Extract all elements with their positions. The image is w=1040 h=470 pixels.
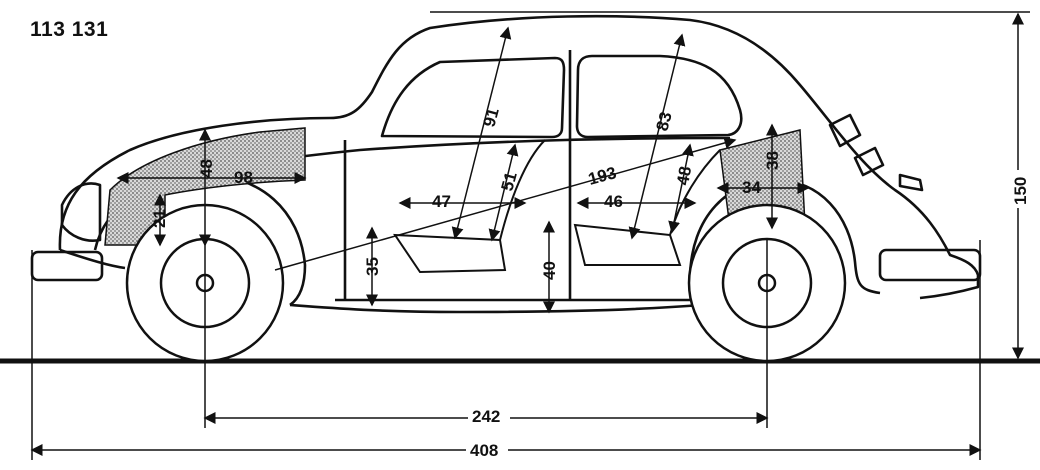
front-seat-height-label: 35	[363, 257, 382, 276]
wheelbase-label: 242	[472, 407, 500, 426]
rear-seat-depth-label: 46	[604, 192, 623, 211]
height-label: 150	[1011, 177, 1030, 205]
front-trunk-length-label: 98	[234, 168, 253, 187]
front-trunk-depth-label: 21	[150, 209, 169, 228]
interior-height-front-label: 91	[480, 106, 503, 129]
front-seat-depth-label: 47	[432, 192, 451, 211]
model-code: 113 131	[30, 18, 109, 41]
front-seatback-label: 51	[498, 170, 521, 193]
interior-height-rear-label: 83	[653, 110, 676, 133]
rear-luggage-length-label: 34	[742, 178, 761, 197]
rear-luggage-height-label: 38	[763, 151, 782, 170]
rear-seatback-label: 48	[673, 165, 695, 187]
rear-seat-height-label: 40	[540, 261, 559, 280]
overall-length-label: 408	[470, 441, 498, 460]
diagonal-label: 193	[586, 163, 618, 189]
front-trunk-height-label: 48	[197, 159, 216, 178]
